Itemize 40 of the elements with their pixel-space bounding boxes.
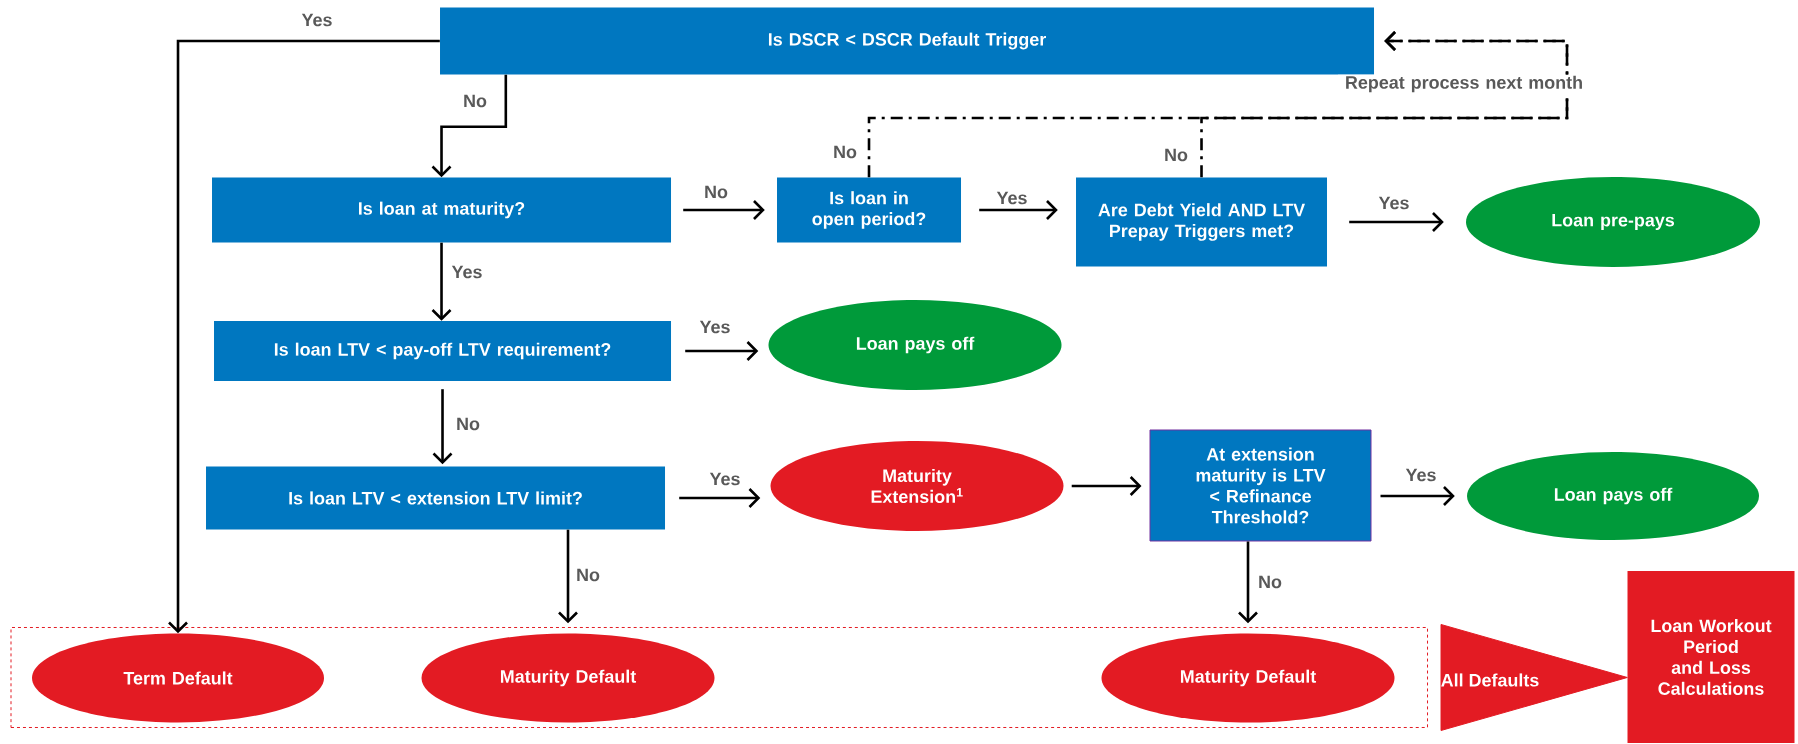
arrow bbox=[431, 74, 508, 178]
edge-label: Yes bbox=[1377, 195, 1411, 211]
edge-label: No bbox=[455, 416, 481, 432]
decision-box: At extension maturity is LTV < Refinance Threshold? bbox=[1149, 429, 1372, 542]
triangle-arrow bbox=[1440, 624, 1628, 731]
arrow bbox=[432, 389, 453, 465]
edge-label: Yes bbox=[1404, 467, 1438, 483]
edge-label: No bbox=[1257, 574, 1283, 590]
arrow bbox=[685, 341, 759, 361]
arrow bbox=[1200, 31, 1569, 178]
arrow bbox=[679, 488, 761, 508]
note-label: Repeat process next month bbox=[1338, 74, 1590, 94]
edge-label: No bbox=[1163, 147, 1189, 163]
edge-label: No bbox=[462, 93, 488, 109]
arrow bbox=[1071, 476, 1142, 496]
arrow bbox=[1349, 212, 1444, 232]
result-box: Loan Workout Period and Loss Calculations bbox=[1627, 571, 1795, 743]
edge-label: Yes bbox=[450, 264, 484, 280]
decision-box: Are Debt Yield AND LTV Prepay Triggers met? bbox=[1076, 177, 1327, 267]
edge-label: No bbox=[575, 567, 601, 583]
arrow bbox=[1380, 486, 1455, 506]
arrow bbox=[558, 529, 578, 624]
arrow bbox=[168, 39, 440, 634]
decision-box: Is loan LTV < extension LTV limit? bbox=[206, 466, 665, 530]
edge-label: Yes bbox=[708, 471, 742, 487]
edge-label: Yes bbox=[300, 12, 334, 28]
arrow bbox=[431, 242, 452, 321]
edge-label: Yes bbox=[698, 319, 732, 335]
edge-label: No bbox=[703, 184, 729, 200]
arrow bbox=[683, 200, 765, 220]
group-box bbox=[10, 627, 1428, 728]
arrow bbox=[1238, 541, 1258, 624]
edge-label: No bbox=[832, 144, 858, 160]
decision-box: Is loan in open period? bbox=[777, 177, 961, 243]
decision-box: Is DSCR < DSCR Default Trigger bbox=[440, 7, 1374, 75]
decision-box: Is loan LTV < pay-off LTV requirement? bbox=[214, 321, 671, 381]
edge-label: All Defaults bbox=[1441, 673, 1539, 687]
edge-label: Yes bbox=[995, 190, 1029, 206]
decision-box: Is loan at maturity? bbox=[212, 177, 671, 243]
arrow bbox=[979, 200, 1058, 220]
